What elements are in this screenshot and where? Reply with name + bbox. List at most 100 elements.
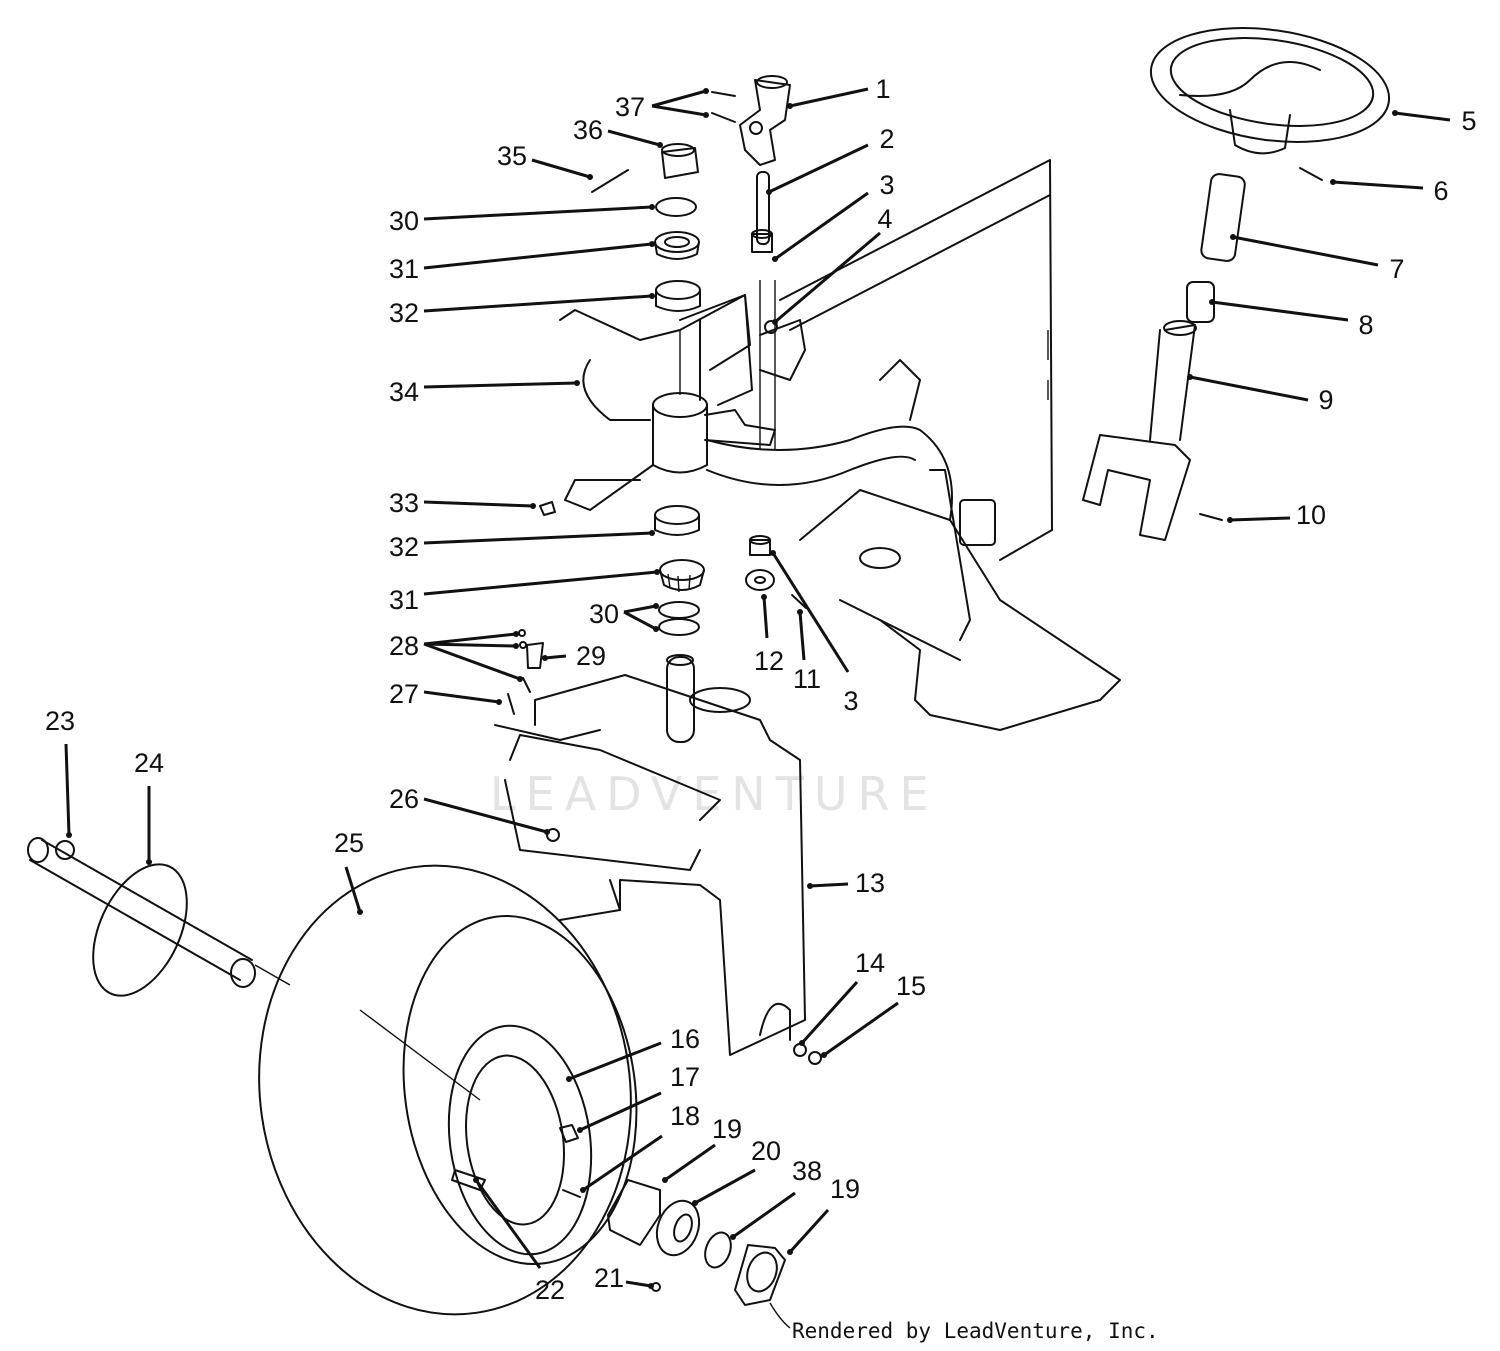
- callout-16[interactable]: 16: [566, 1024, 700, 1082]
- callout-38[interactable]: 38: [730, 1156, 822, 1240]
- callout-15[interactable]: 15: [821, 971, 926, 1058]
- roll-pin-drawing: [1299, 167, 1323, 181]
- callout-9[interactable]: 9: [1187, 374, 1334, 415]
- callout-26[interactable]: 26: [389, 784, 550, 835]
- frame-drawing: [559, 294, 953, 521]
- bearing-lower-drawing: [659, 559, 705, 593]
- callout-7[interactable]: 7: [1230, 234, 1405, 284]
- callout-37[interactable]: 37: [615, 88, 709, 122]
- pin-27-drawing: [507, 693, 515, 715]
- callout-35[interactable]: 35: [497, 141, 593, 180]
- callout-label: 19: [712, 1114, 742, 1144]
- callout-28[interactable]: 28: [389, 631, 523, 682]
- callout-label: 16: [670, 1024, 700, 1054]
- callout-label: 24: [134, 748, 164, 778]
- callout-17[interactable]: 17: [577, 1062, 700, 1133]
- callout-36[interactable]: 36: [573, 115, 663, 148]
- callout-label: 30: [589, 599, 619, 629]
- callout-23[interactable]: 23: [45, 706, 75, 838]
- callout-22[interactable]: 22: [473, 1177, 565, 1305]
- callout-33[interactable]: 33: [389, 488, 536, 518]
- washer-lower-drawing: [658, 601, 700, 636]
- callout-label: 35: [497, 141, 527, 171]
- callout-29[interactable]: 29: [542, 641, 606, 671]
- callout-label: 18: [670, 1101, 700, 1131]
- tractor-body: [759, 159, 1121, 731]
- callout-label: 21: [594, 1263, 624, 1293]
- callout-label: 22: [535, 1275, 565, 1305]
- pins-drawing: [711, 91, 736, 123]
- callout-label: 14: [855, 948, 885, 978]
- callout-3-lower[interactable]: 3: [770, 550, 859, 716]
- callout-label: 12: [754, 646, 784, 676]
- callout-4[interactable]: 4: [772, 204, 893, 325]
- callout-label: 31: [389, 254, 419, 284]
- callout-32-lower[interactable]: 32: [389, 530, 655, 562]
- callout-13[interactable]: 13: [807, 868, 885, 898]
- nut-17-drawing: [559, 1124, 579, 1143]
- callout-label: 3: [879, 170, 894, 200]
- callout-label: 32: [389, 532, 419, 562]
- callout-label: 23: [45, 706, 75, 736]
- callout-label: 33: [389, 488, 419, 518]
- bolt-33-drawing: [539, 501, 556, 516]
- callout-34[interactable]: 34: [389, 377, 580, 407]
- callout-25[interactable]: 25: [334, 828, 364, 915]
- callout-label: 10: [1296, 500, 1326, 530]
- nut-4-drawing: [764, 320, 778, 334]
- callout-18[interactable]: 18: [580, 1101, 700, 1193]
- washer-14-drawing: [793, 1043, 807, 1057]
- callout-6[interactable]: 6: [1330, 176, 1449, 206]
- callout-label: 2: [879, 124, 894, 154]
- callout-19-outer[interactable]: 19: [787, 1174, 860, 1255]
- callout-24[interactable]: 24: [134, 748, 164, 865]
- part-drawings: [27, 27, 1391, 1316]
- lower-small-parts-drawing: [745, 535, 807, 609]
- callout-30-lower[interactable]: 30: [589, 599, 659, 632]
- callout-21[interactable]: 21: [594, 1263, 654, 1293]
- callout-8[interactable]: 8: [1209, 299, 1374, 340]
- callout-label: 32: [389, 298, 419, 328]
- callout-31-lower[interactable]: 31: [389, 569, 660, 615]
- credit-text: Rendered by LeadVenture, Inc.: [792, 1319, 1159, 1343]
- shaft-drawing: [756, 171, 770, 245]
- race-upper-drawing: [655, 280, 701, 312]
- callouts: 1 2 3 4 5 6 7 8: [45, 74, 1477, 1305]
- callout-label: 36: [573, 115, 603, 145]
- callout-2[interactable]: 2: [766, 124, 895, 195]
- callout-label: 25: [334, 828, 364, 858]
- callout-30-upper[interactable]: 30: [389, 204, 655, 236]
- callout-label: 8: [1358, 310, 1373, 340]
- castle-nut-drawing: [661, 143, 699, 179]
- callout-3-upper[interactable]: 3: [772, 170, 895, 262]
- callout-label: 13: [855, 868, 885, 898]
- callout-5[interactable]: 5: [1392, 106, 1477, 136]
- callout-label: 15: [896, 971, 926, 1001]
- callout-11[interactable]: 11: [793, 609, 821, 694]
- callout-label: 4: [877, 204, 892, 234]
- callout-label: 3: [843, 686, 858, 716]
- callout-label: 1: [875, 74, 890, 104]
- callout-1[interactable]: 1: [787, 74, 891, 109]
- callout-12[interactable]: 12: [754, 594, 784, 676]
- callout-27[interactable]: 27: [389, 679, 502, 709]
- steering-tube-drawing: [1200, 173, 1246, 262]
- callout-label: 17: [670, 1062, 700, 1092]
- callout-label: 20: [751, 1136, 781, 1166]
- callout-label: 28: [389, 631, 419, 661]
- callout-label: 34: [389, 377, 419, 407]
- callout-19-inner[interactable]: 19: [662, 1114, 742, 1183]
- spindle-drawing: [666, 654, 695, 743]
- callout-14[interactable]: 14: [799, 948, 885, 1046]
- bearing-upper-drawing: [654, 231, 700, 260]
- callout-label: 11: [793, 664, 821, 694]
- steering-wheel-drawing: [1149, 27, 1391, 155]
- watermark-text: LEADVENTURE: [490, 767, 939, 821]
- callout-10[interactable]: 10: [1227, 500, 1326, 530]
- callout-label: 27: [389, 679, 419, 709]
- callout-20[interactable]: 20: [692, 1136, 781, 1206]
- callout-32-upper[interactable]: 32: [389, 293, 655, 328]
- callout-31-upper[interactable]: 31: [389, 241, 655, 284]
- bolt-10-drawing: [1199, 513, 1223, 521]
